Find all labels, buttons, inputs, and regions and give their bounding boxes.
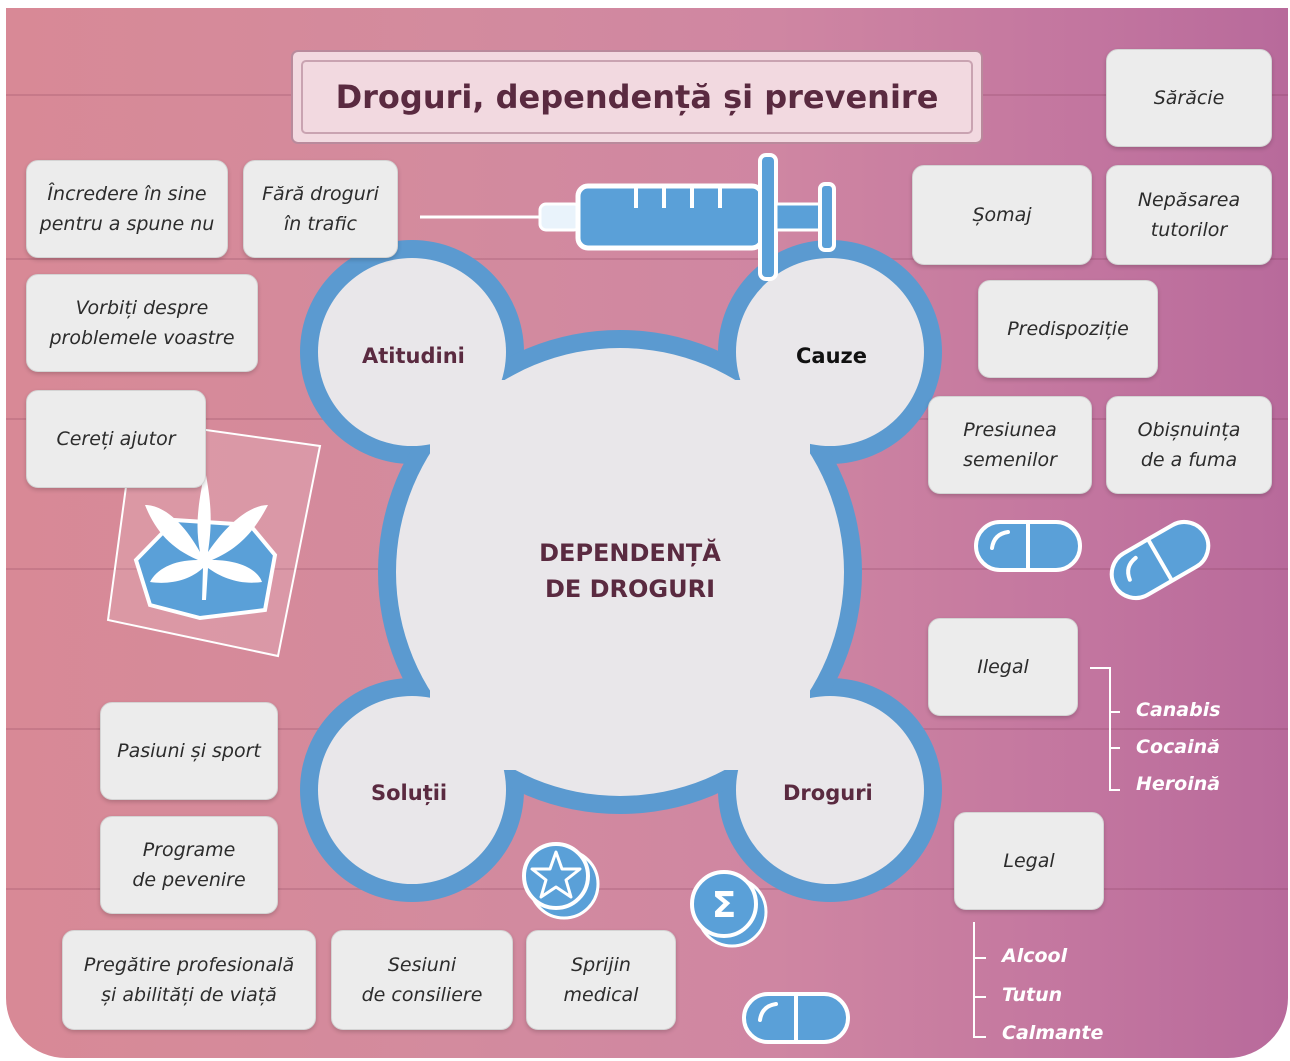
solutii-item: Programe de pevenire: [100, 816, 278, 914]
legal-item: Calmante: [1002, 1022, 1104, 1044]
svg-text:Σ: Σ: [712, 885, 737, 926]
legal-item: Alcool: [1002, 945, 1068, 967]
ilegal-item: Cocaină: [1136, 736, 1220, 758]
central-blob: [300, 240, 942, 902]
cauze-item: Sărăcie: [1106, 49, 1272, 147]
pill-icon: [974, 520, 1082, 572]
atitudini-item: Fără droguri în trafic: [243, 160, 398, 258]
pill-icon: [1109, 520, 1211, 600]
center-label: DEPENDENȚĂ DE DROGURI: [539, 539, 721, 603]
cauze-item: Nepăsarea tutorilor: [1106, 165, 1272, 265]
title-banner: Droguri, dependență și prevenire: [292, 51, 982, 143]
legal-item: Tutun: [1002, 984, 1063, 1006]
cauze-item: Predispoziție: [978, 280, 1158, 378]
ilegal-item: Heroină: [1136, 773, 1221, 795]
droguri-legal-box: Legal: [954, 812, 1104, 910]
atitudini-item: Cereți ajutor: [26, 390, 206, 488]
ilegal-item: Canabis: [1136, 699, 1221, 721]
wood-plank-line: [6, 258, 1288, 260]
page-title: Droguri, dependență și prevenire: [335, 78, 939, 116]
quadrant-label-atitudini: Atitudini: [362, 344, 465, 368]
cauze-item: Șomaj: [912, 165, 1092, 265]
star-coin-icon: [522, 842, 600, 920]
quadrant-label-cauze: Cauze: [796, 344, 867, 368]
solutii-item: Sprijin medical: [526, 930, 676, 1030]
droguri-ilegal-box: Ilegal: [928, 618, 1078, 716]
solutii-item: Pregătire profesională și abilități de v…: [62, 930, 316, 1030]
ilegal-bracket: [1090, 667, 1120, 791]
sigma-coin-icon: Σ: [690, 870, 768, 948]
cauze-item: Presiunea semenilor: [928, 396, 1092, 494]
syringe-icon: [420, 153, 836, 281]
pill-icon: [742, 992, 850, 1044]
quadrant-label-solutii: Soluții: [371, 781, 448, 805]
quadrant-label-droguri: Droguri: [783, 781, 873, 805]
solutii-item: Pasiuni și sport: [100, 702, 278, 800]
title-banner-frame: [291, 50, 983, 144]
legal-bracket: [973, 922, 986, 1038]
cauze-item: Obișnuința de a fuma: [1106, 396, 1272, 494]
atitudini-item: Încredere în sine pentru a spune nu: [26, 160, 228, 258]
solutii-item: Sesiuni de consiliere: [331, 930, 513, 1030]
atitudini-item: Vorbiți despre problemele voastre: [26, 274, 258, 372]
wood-plank-line: [6, 888, 1288, 890]
